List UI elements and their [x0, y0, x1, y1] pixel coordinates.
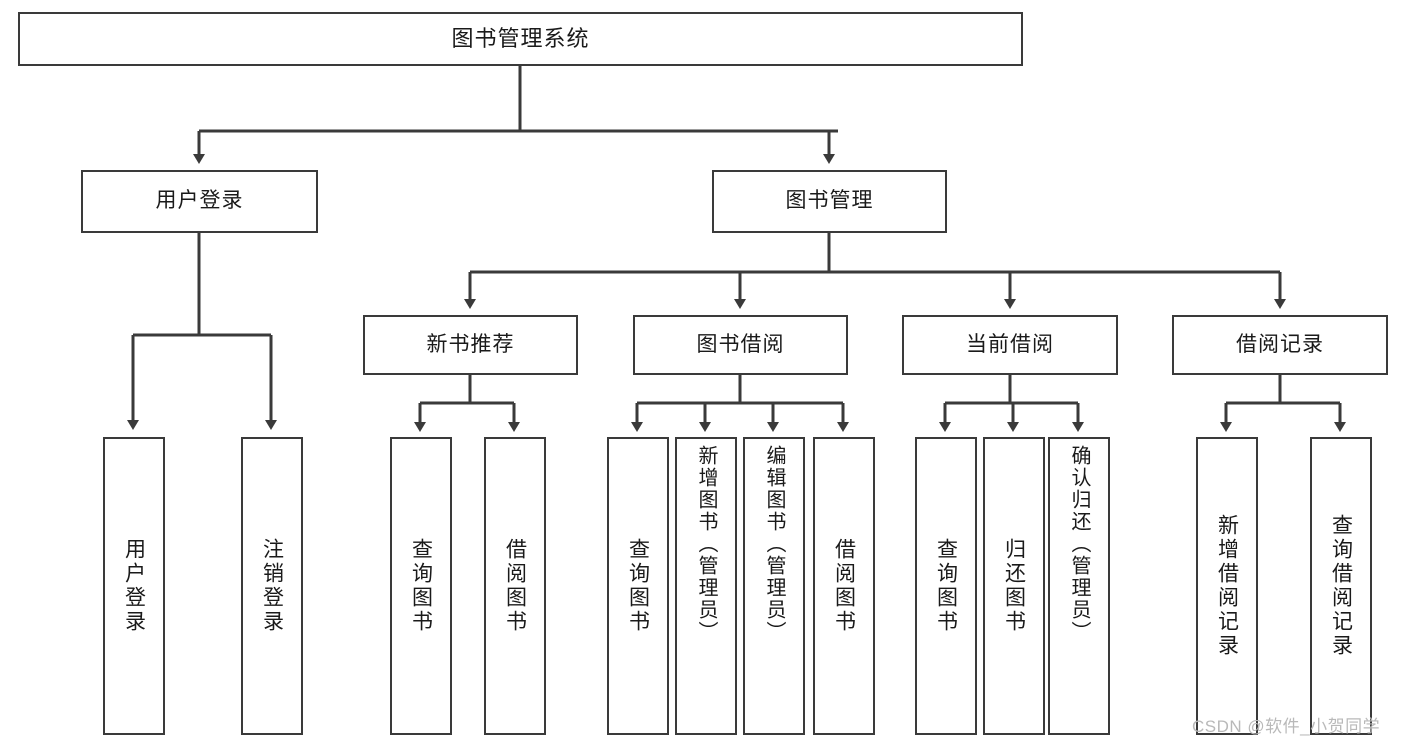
node-user-login[interactable]: 用户登录: [81, 170, 318, 233]
leaf-user-logout[interactable]: 注销登录: [241, 437, 303, 735]
node-label: 用户登录: [155, 189, 244, 213]
leaf-query-book-current[interactable]: 查询图书: [915, 437, 977, 735]
node-label: 新书推荐: [426, 332, 515, 356]
leaf-borrow-book-borrowing[interactable]: 借阅图书: [813, 437, 875, 735]
leaf-borrow-book-recommendation[interactable]: 借阅图书: [484, 437, 546, 735]
leaf-user-login[interactable]: 用户登录: [103, 437, 165, 735]
node-label: 借阅图书: [832, 538, 856, 634]
node-label: 确认归还（管理员）: [1068, 445, 1090, 643]
leaf-query-book-recommendation[interactable]: 查询图书: [390, 437, 452, 735]
leaf-confirm-return-admin[interactable]: 确认归还（管理员）: [1048, 437, 1110, 735]
node-current-borrowing[interactable]: 当前借阅: [902, 315, 1118, 375]
node-label: 归还图书: [1002, 538, 1026, 634]
leaf-query-book-borrowing[interactable]: 查询图书: [607, 437, 669, 735]
node-label: 借阅记录: [1236, 332, 1324, 356]
node-label: 查询借阅记录: [1329, 514, 1353, 658]
node-label: 查询图书: [409, 538, 433, 634]
node-book-management[interactable]: 图书管理: [712, 170, 947, 233]
node-label: 用户登录: [122, 538, 146, 634]
node-label: 新增图书（管理员）: [695, 445, 717, 643]
node-label: 编辑图书（管理员）: [763, 445, 785, 643]
node-label: 查询图书: [934, 538, 958, 634]
csdn-watermark: CSDN @软件_小贺同学: [1192, 717, 1381, 736]
node-label: 查询图书: [626, 538, 650, 634]
node-new-book-recommendation[interactable]: 新书推荐: [363, 315, 578, 375]
leaf-query-borrowing-record[interactable]: 查询借阅记录: [1310, 437, 1372, 735]
node-label: 新增借阅记录: [1215, 514, 1239, 658]
node-label: 注销登录: [260, 538, 284, 634]
node-borrowing-record[interactable]: 借阅记录: [1172, 315, 1388, 375]
leaf-edit-book-admin[interactable]: 编辑图书（管理员）: [743, 437, 805, 735]
node-label: 图书管理系统: [451, 26, 590, 52]
leaf-add-book-admin[interactable]: 新增图书（管理员）: [675, 437, 737, 735]
node-root-book-management-system[interactable]: 图书管理系统: [18, 12, 1023, 66]
node-label: 借阅图书: [503, 538, 527, 634]
node-label: 当前借阅: [966, 332, 1054, 356]
leaf-add-borrowing-record[interactable]: 新增借阅记录: [1196, 437, 1258, 735]
node-book-borrowing[interactable]: 图书借阅: [633, 315, 848, 375]
node-label: 图书借阅: [696, 332, 785, 356]
leaf-return-book[interactable]: 归还图书: [983, 437, 1045, 735]
node-label: 图书管理: [785, 189, 874, 213]
